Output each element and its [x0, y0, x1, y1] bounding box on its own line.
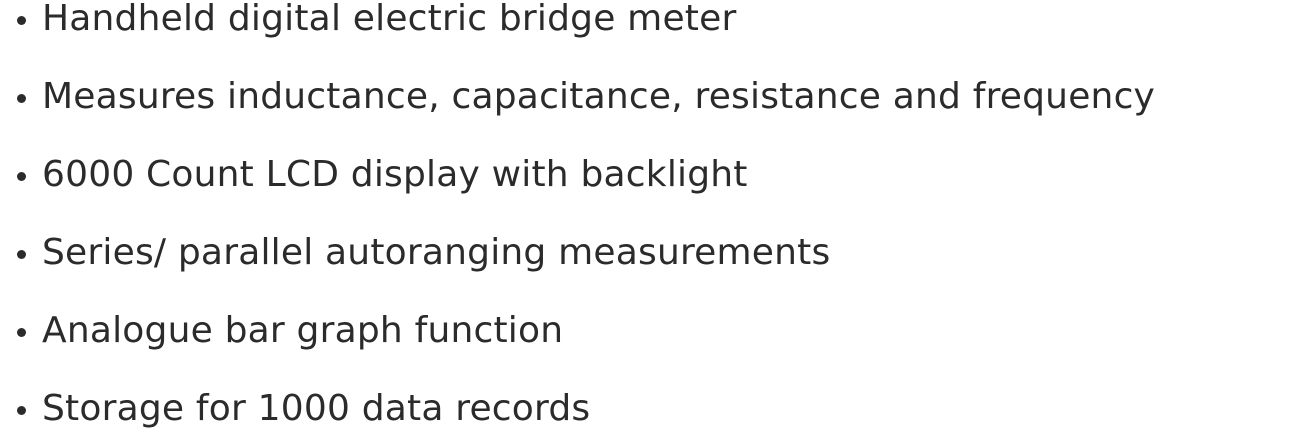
feature-item: Series/ parallel autoranging measurement… — [42, 234, 1296, 272]
feature-list: Handheld digital electric bridge meter M… — [0, 0, 1296, 428]
feature-item: Analogue bar graph function — [42, 312, 1296, 350]
feature-item: Handheld digital electric bridge meter — [42, 0, 1296, 38]
feature-item: Measures inductance, capacitance, resist… — [42, 78, 1296, 116]
feature-item: 6000 Count LCD display with backlight — [42, 156, 1296, 194]
feature-item: Storage for 1000 data records — [42, 390, 1296, 428]
